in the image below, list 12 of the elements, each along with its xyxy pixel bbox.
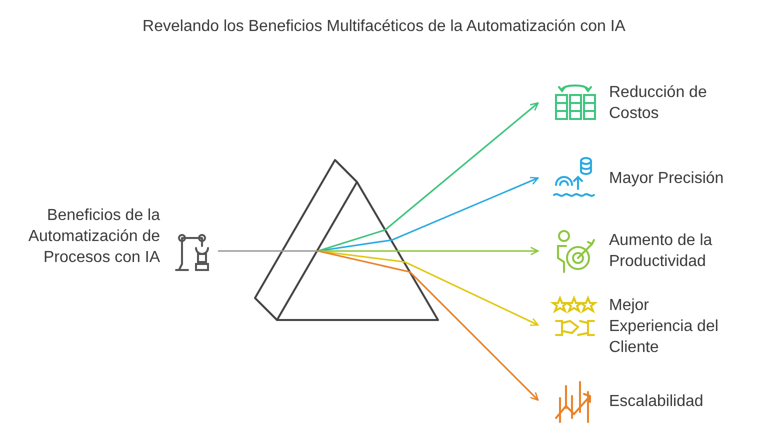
connector-line xyxy=(218,250,318,252)
diagram-title: Revelando los Beneficios Multifacéticos de la Automatización con IA xyxy=(142,18,626,36)
benefit-label: Mayor Precisión xyxy=(609,169,725,189)
benefit-label: Escalabilidad xyxy=(609,392,704,412)
benefit-label: Reducción de Costos xyxy=(609,83,708,124)
arrow xyxy=(318,250,539,401)
benefit-label: Mejor Experiencia del Cliente xyxy=(609,296,720,358)
arrow xyxy=(318,102,539,252)
node-label: Beneficios de la Automatización de Procesos con IA xyxy=(28,206,160,268)
arrow xyxy=(318,246,539,256)
arrow xyxy=(318,250,539,326)
benefit-label: Aumento de la Productividad xyxy=(609,231,714,272)
